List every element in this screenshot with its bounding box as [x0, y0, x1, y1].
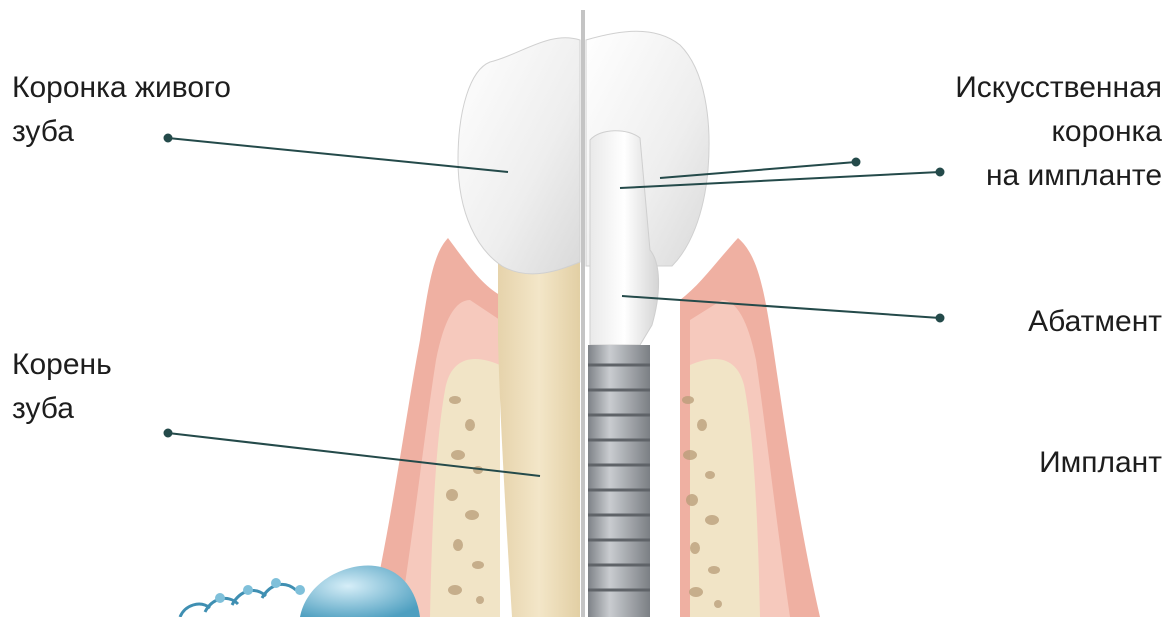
label-implant: Имплант — [1039, 441, 1162, 485]
tooth-root — [498, 250, 580, 617]
label-abutment: Абатмент — [1028, 300, 1162, 344]
label-crown-artificial: Искусственная коронка на импланте — [955, 66, 1162, 198]
leader-line-abutment — [622, 296, 940, 318]
label-root: Корень зуба — [12, 343, 112, 431]
label-crown-natural: Коронка живого зуба — [12, 66, 231, 154]
implant-screw — [588, 345, 650, 617]
natural-crown — [458, 38, 580, 274]
toothbrush-illustration — [180, 565, 420, 617]
